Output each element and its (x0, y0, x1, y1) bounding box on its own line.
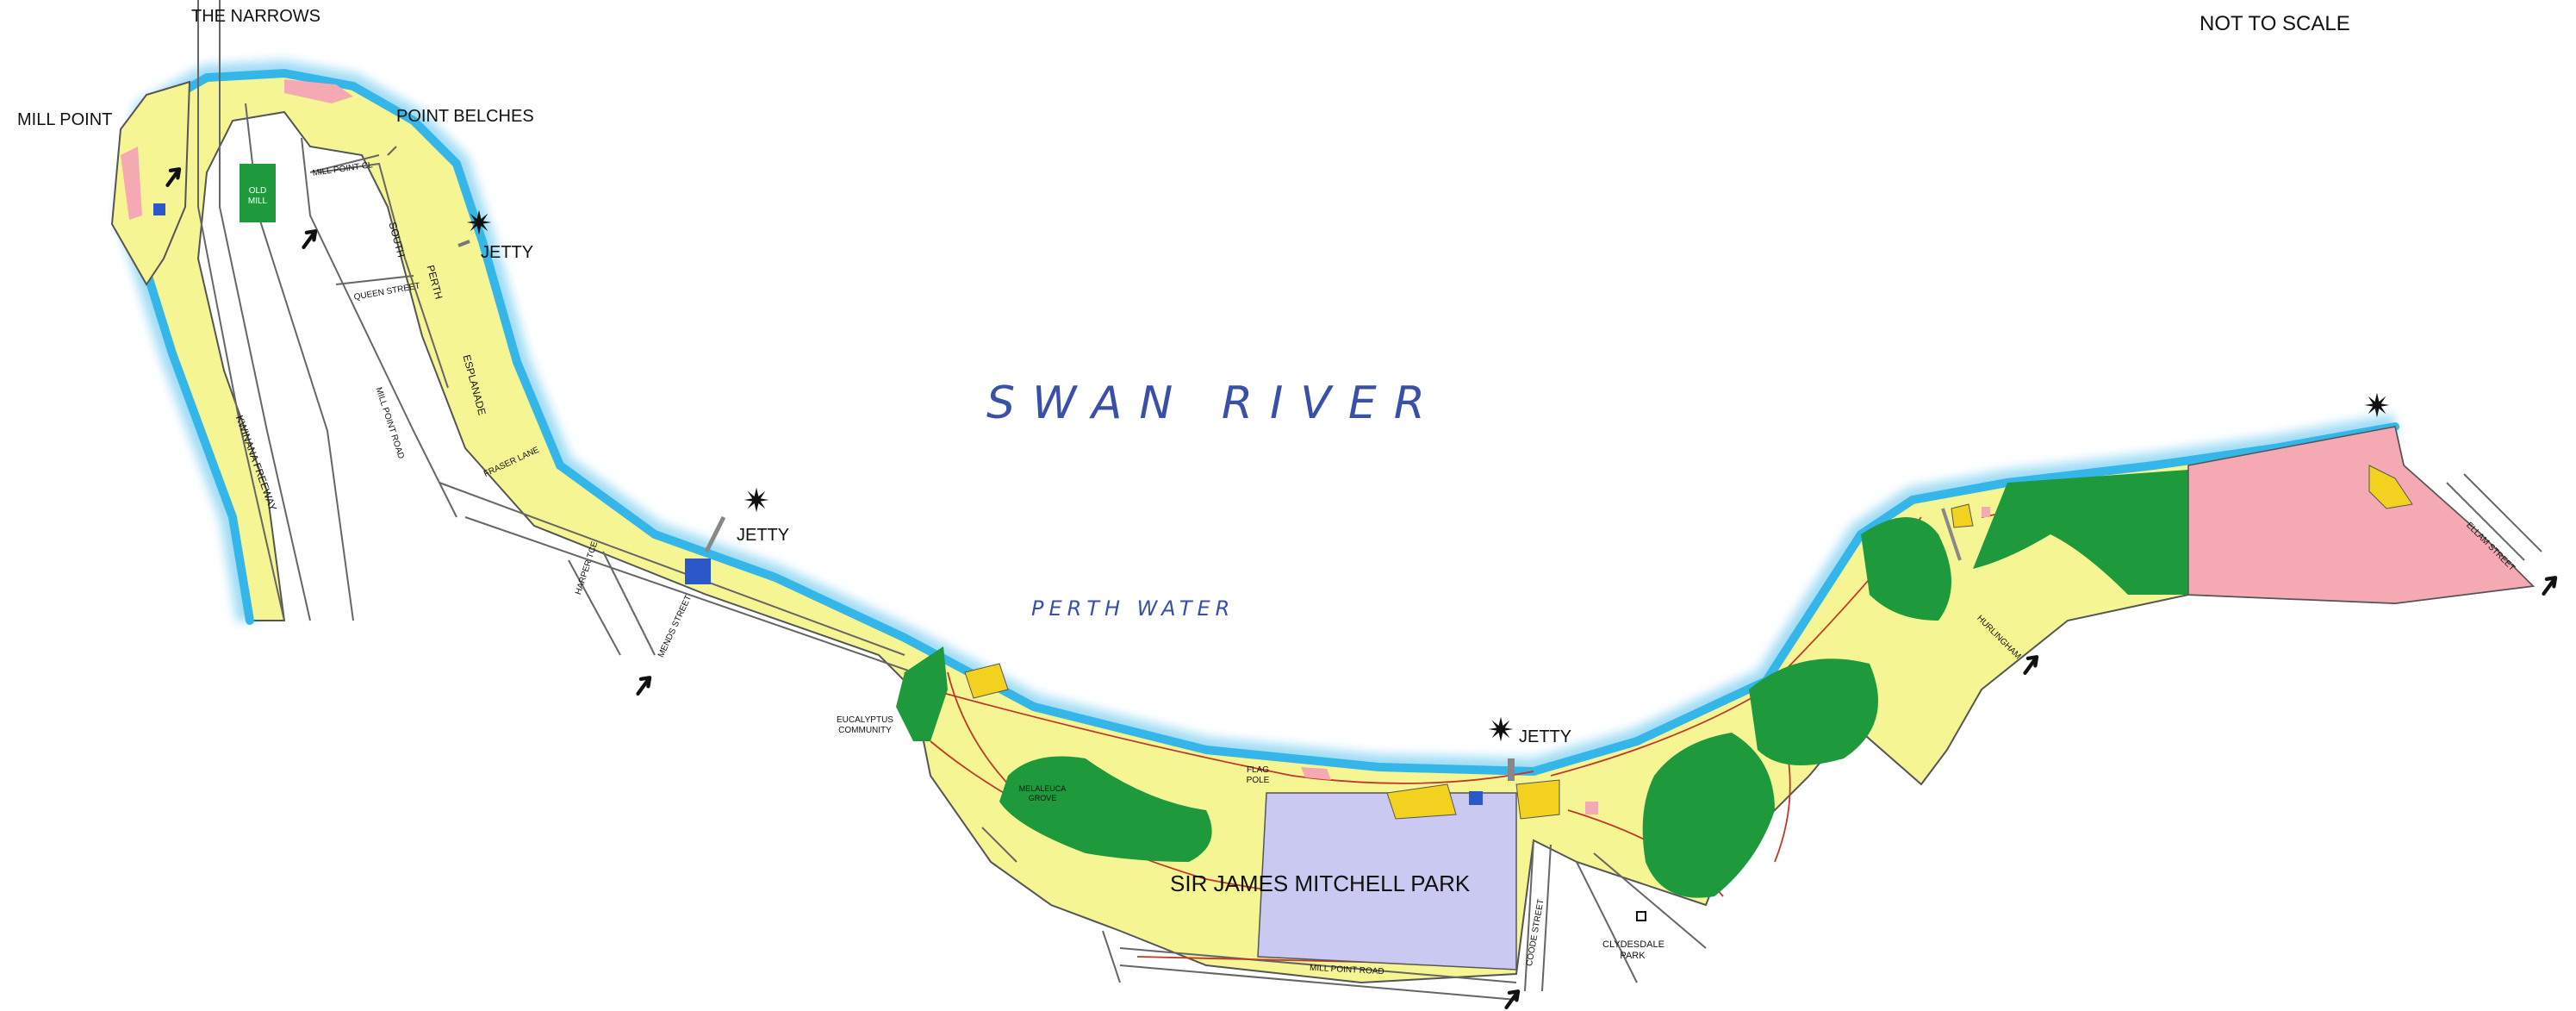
melaleuca-grove (999, 756, 1212, 862)
star-burst-icon (466, 209, 492, 235)
mill-point-shore (110, 80, 191, 286)
pink-spot-3 (1982, 507, 1990, 517)
east-reserve (2187, 426, 2535, 604)
jetty-label-belches: JETTY (481, 243, 534, 262)
bushland-east-2 (1973, 470, 2188, 595)
entrance-arrow-icon (638, 677, 650, 694)
melaleuca-label: MELALEUCA GROVE (1018, 784, 1067, 802)
bushland-central-1 (1642, 733, 1775, 898)
star-burst-icon (1488, 716, 1514, 742)
eucalyptus-bushland (896, 646, 948, 741)
central-playground (1386, 783, 1457, 820)
clydesdale-label: CLYDESDALE PARK (1602, 939, 1664, 961)
mill-point-pink (121, 147, 142, 220)
jetty-label-park: JETTY (1519, 727, 1572, 746)
the-narrows-label: THE NARROWS (191, 7, 320, 26)
clydesdale-shed (1636, 911, 1646, 921)
belches-jetty (457, 240, 470, 247)
entrance-arrow-icon (2544, 577, 2556, 594)
mill-point-facility (153, 203, 165, 215)
river-title: SWAN RIVER (986, 378, 1442, 429)
point-belches-label: POINT BELCHES (396, 107, 534, 126)
mill-point-label: MILL POINT (17, 110, 113, 129)
mends-street-facility (685, 559, 711, 584)
east-playground-2 (2368, 465, 2413, 509)
entrance-arrow-icon (304, 231, 316, 247)
bushland-central-2 (1749, 658, 1878, 765)
pink-spot-1 (1585, 802, 1598, 814)
old-mill-label: OLD MILL (247, 186, 268, 206)
park-facility (1469, 791, 1483, 805)
jetty-playground (1515, 779, 1560, 820)
scale-note: NOT TO SCALE (2200, 12, 2350, 35)
mends-jetty (704, 515, 726, 553)
flag-pole-label: FLAG POLE (1246, 765, 1270, 785)
road-network (197, 0, 2542, 1001)
jetty-label-mends: JETTY (737, 526, 790, 545)
eucalyptus-label: EUCALYPTUS COMMUNITY (837, 715, 893, 735)
entrance-arrow-icon (2025, 657, 2038, 673)
west-playground (964, 663, 1009, 699)
star-burst-icon (2364, 392, 2390, 418)
star-burst-icon (744, 487, 769, 513)
point-belches-pink (284, 79, 353, 103)
old-mill-building (240, 164, 276, 222)
water-subtitle: PERTH WATER (1031, 596, 1235, 621)
east-playground-1 (1951, 503, 1974, 528)
flag-pole-pink (1301, 767, 1331, 780)
hurlingham-jetty (1941, 508, 1962, 561)
park-jetty (1508, 758, 1515, 781)
park-name: SIR JAMES MITCHELL PARK (1170, 871, 1471, 896)
bushland-east-1 (1861, 517, 1951, 621)
